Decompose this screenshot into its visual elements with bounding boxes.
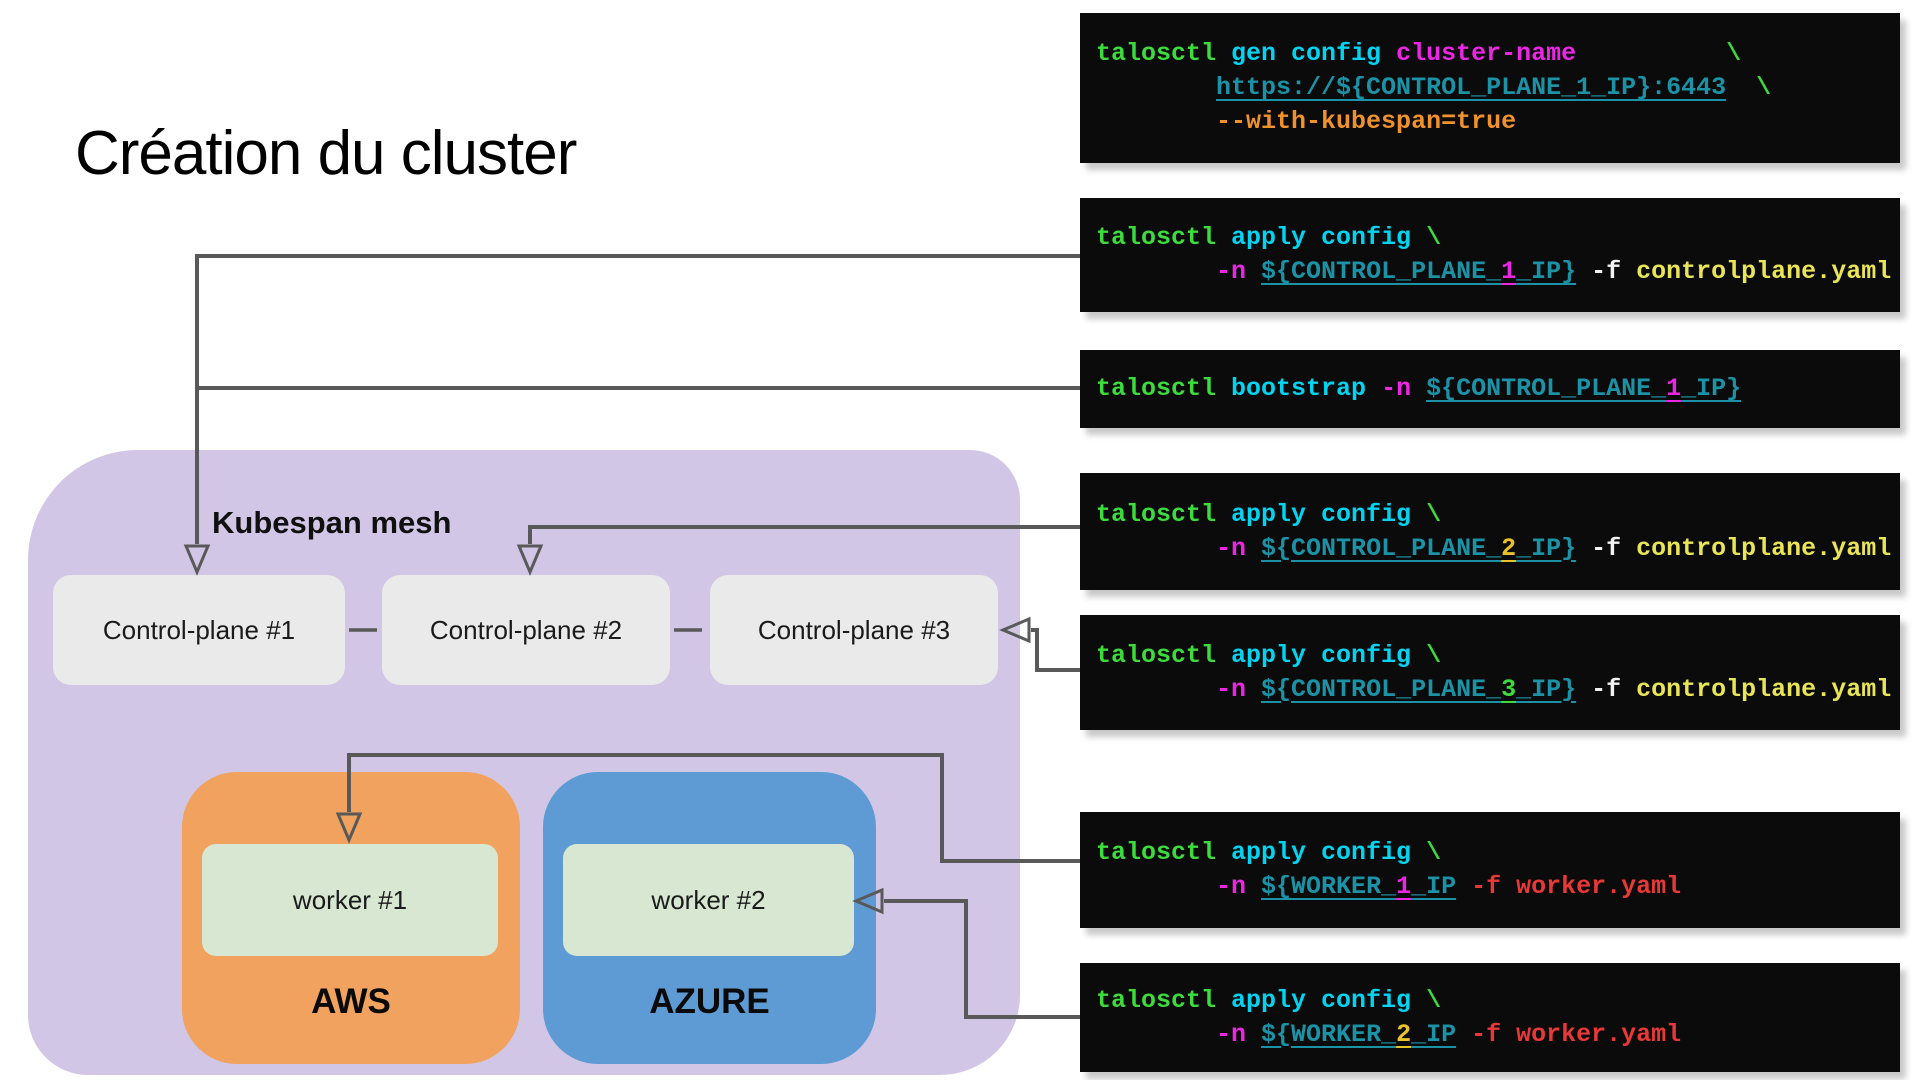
code-line: talosctl apply config \ [1096,499,1442,529]
worker-2-node: worker #2 [563,844,854,956]
arrowhead-worker2 [852,887,884,915]
code-line: -n ${WORKER_1_IP -f worker.yaml [1216,872,1682,901]
code-line: talosctl bootstrap -n ${CONTROL_PLANE_1_… [1096,374,1742,403]
terminal-bootstrap: talosctl bootstrap -n ${CONTROL_PLANE_1_… [1080,350,1900,428]
arrowhead-worker1 [335,812,363,844]
code-line: talosctl apply config \ [1096,838,1442,867]
control-plane-2-node: Control-plane #2 [382,575,670,685]
control-plane-1-node: Control-plane #1 [53,575,345,685]
code-line: -n ${CONTROL_PLANE_1_IP} -f controlplane… [1216,257,1892,286]
code-line: talosctl apply config \ [1096,223,1442,252]
control-plane-3-node: Control-plane #3 [710,575,998,685]
terminal-gen-config: talosctl gen config cluster-name \ https… [1080,13,1900,163]
code-line: talosctl apply config \ [1096,640,1442,670]
arrowhead-cp1 [183,544,211,576]
azure-label: AZURE [649,982,770,1021]
arrow-apply-cp1-line [195,254,1080,544]
code-line: talosctl apply config \ [1096,985,1442,1015]
code-line: --with-kubespan=true [1216,107,1517,136]
kubespan-mesh-label: Kubespan mesh [212,505,452,540]
code-line: -n ${WORKER_2_IP -f worker.yaml [1216,1019,1682,1049]
terminal-apply-config-cp3: talosctl apply config \ -n ${CONTROL_PLA… [1080,615,1900,730]
code-line: -n ${CONTROL_PLANE_3_IP} -f controlplane… [1216,674,1892,704]
arrowhead-cp2 [516,544,544,576]
aws-cloud-box: worker #1 AWS [182,772,520,1064]
azure-cloud-box: worker #2 AZURE [543,772,876,1064]
page-title: Création du cluster [75,119,577,188]
terminal-apply-config-cp2: talosctl apply config \ -n ${CONTROL_PLA… [1080,473,1900,590]
code-line: https://${CONTROL_PLANE_1_IP}:6443 \ [1216,73,1772,102]
arrow-apply-cp3-line [1031,628,1080,672]
arrow-apply-worker2-line [884,899,1080,1019]
worker-1-node: worker #1 [202,844,498,956]
arrow-apply-cp2-line [528,525,1080,544]
code-line: -n ${CONTROL_PLANE_2_IP} -f controlplane… [1216,533,1892,563]
code-line: talosctl gen config cluster-name \ [1096,39,1742,68]
aws-label: AWS [311,982,391,1021]
terminal-apply-config-worker2: talosctl apply config \ -n ${WORKER_2_IP… [1080,963,1900,1072]
terminal-apply-config-worker1: talosctl apply config \ -n ${WORKER_1_IP… [1080,812,1900,928]
arrow-apply-worker1-line [347,753,1080,863]
terminal-apply-config-cp1: talosctl apply config \ -n ${CONTROL_PLA… [1080,198,1900,312]
arrowhead-cp3 [999,616,1031,644]
